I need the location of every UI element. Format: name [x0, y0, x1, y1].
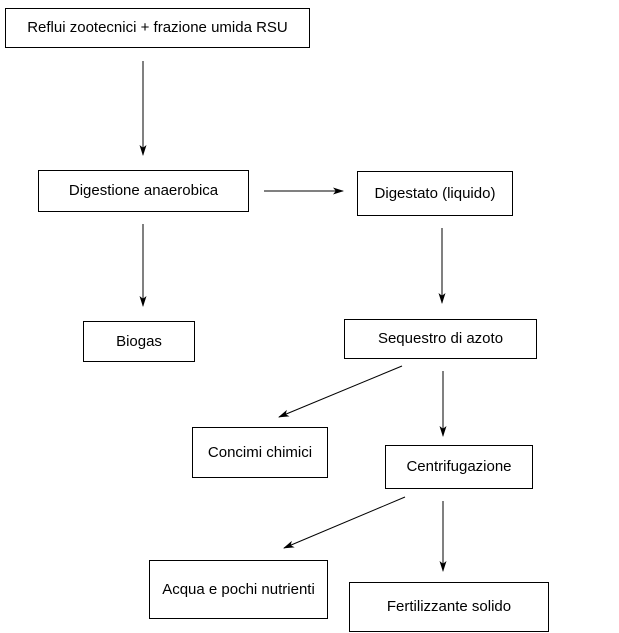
node-label: Biogas	[116, 332, 162, 350]
node-digestione-anaerobica: Digestione anaerobica	[38, 170, 249, 212]
node-fertilizzante-solido: Fertilizzante solido	[349, 582, 549, 632]
node-label: Acqua e pochi nutrienti	[162, 580, 315, 598]
arrow-sequestro-to-concimi	[278, 365, 403, 418]
node-centrifugazione: Centrifugazione	[385, 445, 533, 489]
node-sequestro-di-azoto: Sequestro di azoto	[344, 319, 537, 359]
node-label: Fertilizzante solido	[386, 598, 512, 616]
node-concimi-chimici: Concimi chimici	[192, 427, 328, 478]
node-biogas: Biogas	[83, 321, 195, 362]
node-acqua-e-pochi-nutrienti: Acqua e pochi nutrienti	[149, 560, 328, 619]
node-label: Centrifugazione	[406, 458, 512, 476]
node-label: Reflui zootecnici + frazione umida RSU	[27, 19, 288, 37]
node-label: Digestato (liquido)	[374, 184, 496, 202]
node-digestato-liquido: Digestato (liquido)	[357, 171, 513, 216]
node-label: Concimi chimici	[207, 443, 313, 461]
node-reflui-zootecnici: Reflui zootecnici + frazione umida RSU	[5, 8, 310, 48]
node-label: Sequestro di azoto	[377, 330, 504, 348]
arrow-centrifugazione-to-acqua	[283, 496, 406, 549]
node-label: Digestione anaerobica	[68, 182, 219, 200]
